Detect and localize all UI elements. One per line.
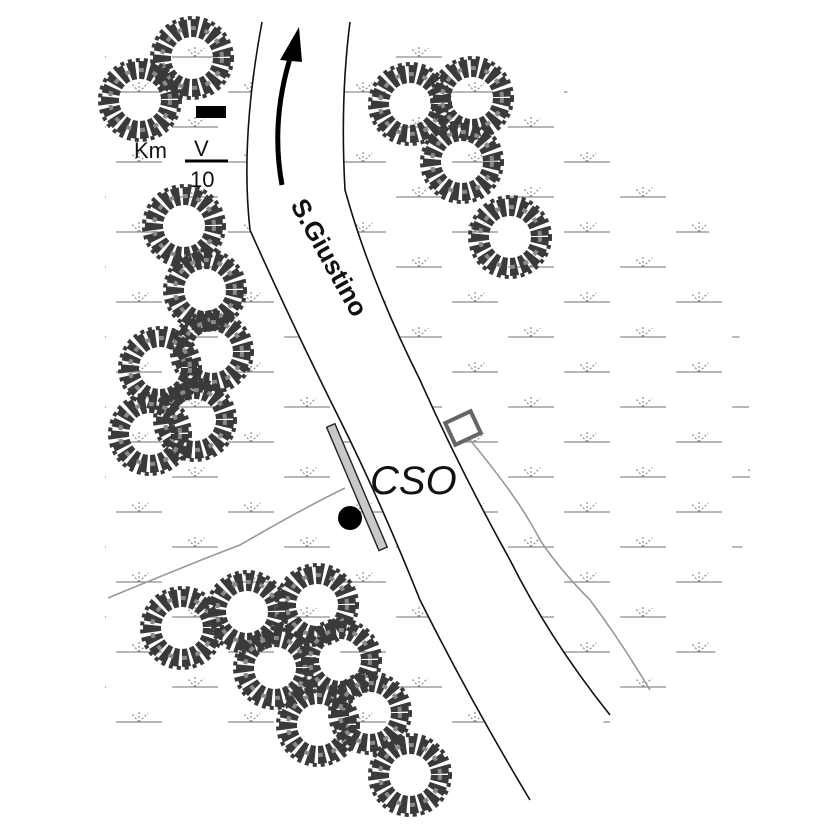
scale-bar-icon [196, 106, 226, 118]
flow-arrow-shaft [275, 51, 295, 186]
scale-unit-label: Km [134, 138, 167, 163]
river-channel [246, 22, 610, 800]
sampling-point-icon [338, 506, 362, 530]
scale-numerator: V [194, 136, 209, 161]
tributary-east [469, 439, 651, 691]
flow-arrow-head-icon [280, 27, 302, 62]
river-bank-right [342, 21, 611, 716]
station-square-icon [442, 408, 484, 448]
tributary-west [107, 487, 346, 599]
site-label: CSO [370, 459, 457, 503]
bank-structure [325, 422, 389, 552]
scale-denominator: 10 [190, 167, 214, 192]
scale-legend: Km V 10 [134, 106, 228, 192]
river-bank-left [246, 21, 531, 801]
